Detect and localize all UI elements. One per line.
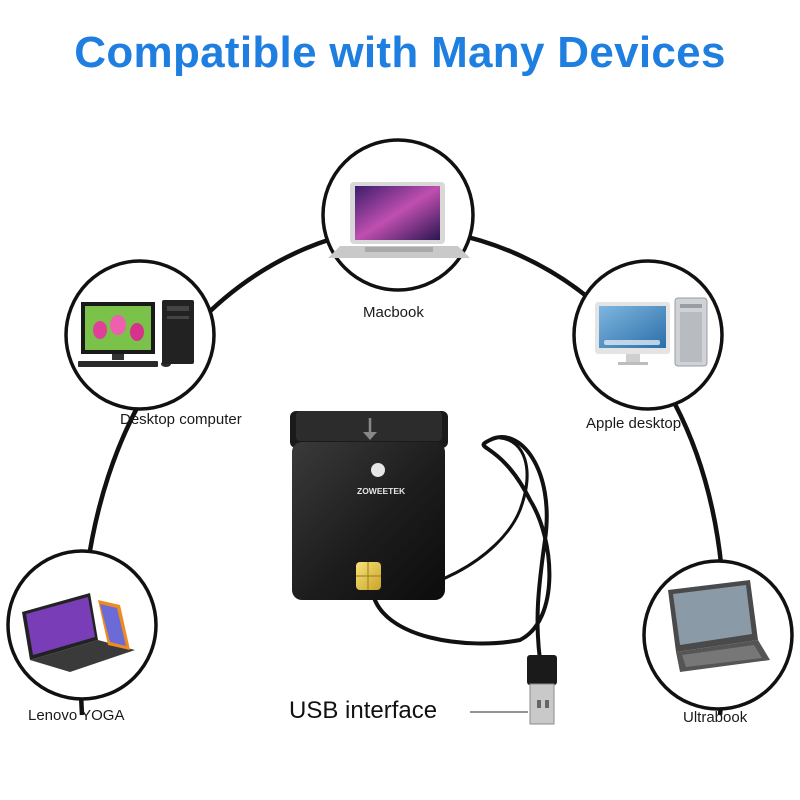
device-label-macbook: Macbook [363, 304, 424, 321]
brand-name: ZOWEETEK [357, 486, 406, 496]
insert-arrow-icon [363, 418, 377, 440]
device-desktop-computer [64, 259, 216, 411]
device-ultrabook [642, 559, 794, 711]
chip-contact-icon [356, 562, 381, 590]
laptop-icon [328, 182, 470, 258]
tablet-keyboard-icon [668, 580, 770, 672]
desktop-pc-icon [78, 300, 194, 367]
device-label-lenovo-yoga: Lenovo YOGA [28, 707, 125, 724]
usb-plug [527, 655, 557, 725]
device-apple-desktop [572, 259, 724, 411]
imac-icon [595, 297, 708, 367]
device-label-ultrabook: Ultrabook [683, 709, 748, 726]
usb-interface-label: USB interface [289, 697, 438, 724]
device-lenovo-yoga [6, 549, 158, 701]
device-label-apple-desktop: Apple desktop [586, 415, 682, 432]
convertible-laptop-icon [22, 593, 135, 672]
smart-card-reader: ZOWEETEK [290, 411, 448, 600]
brand-logo: ZOWEETEK [357, 463, 406, 496]
device-label-desktop-computer: Desktop computer [120, 411, 242, 428]
device-macbook [321, 138, 475, 292]
page-title: Compatible with Many Devices [74, 28, 726, 77]
usb-cable [370, 435, 552, 661]
